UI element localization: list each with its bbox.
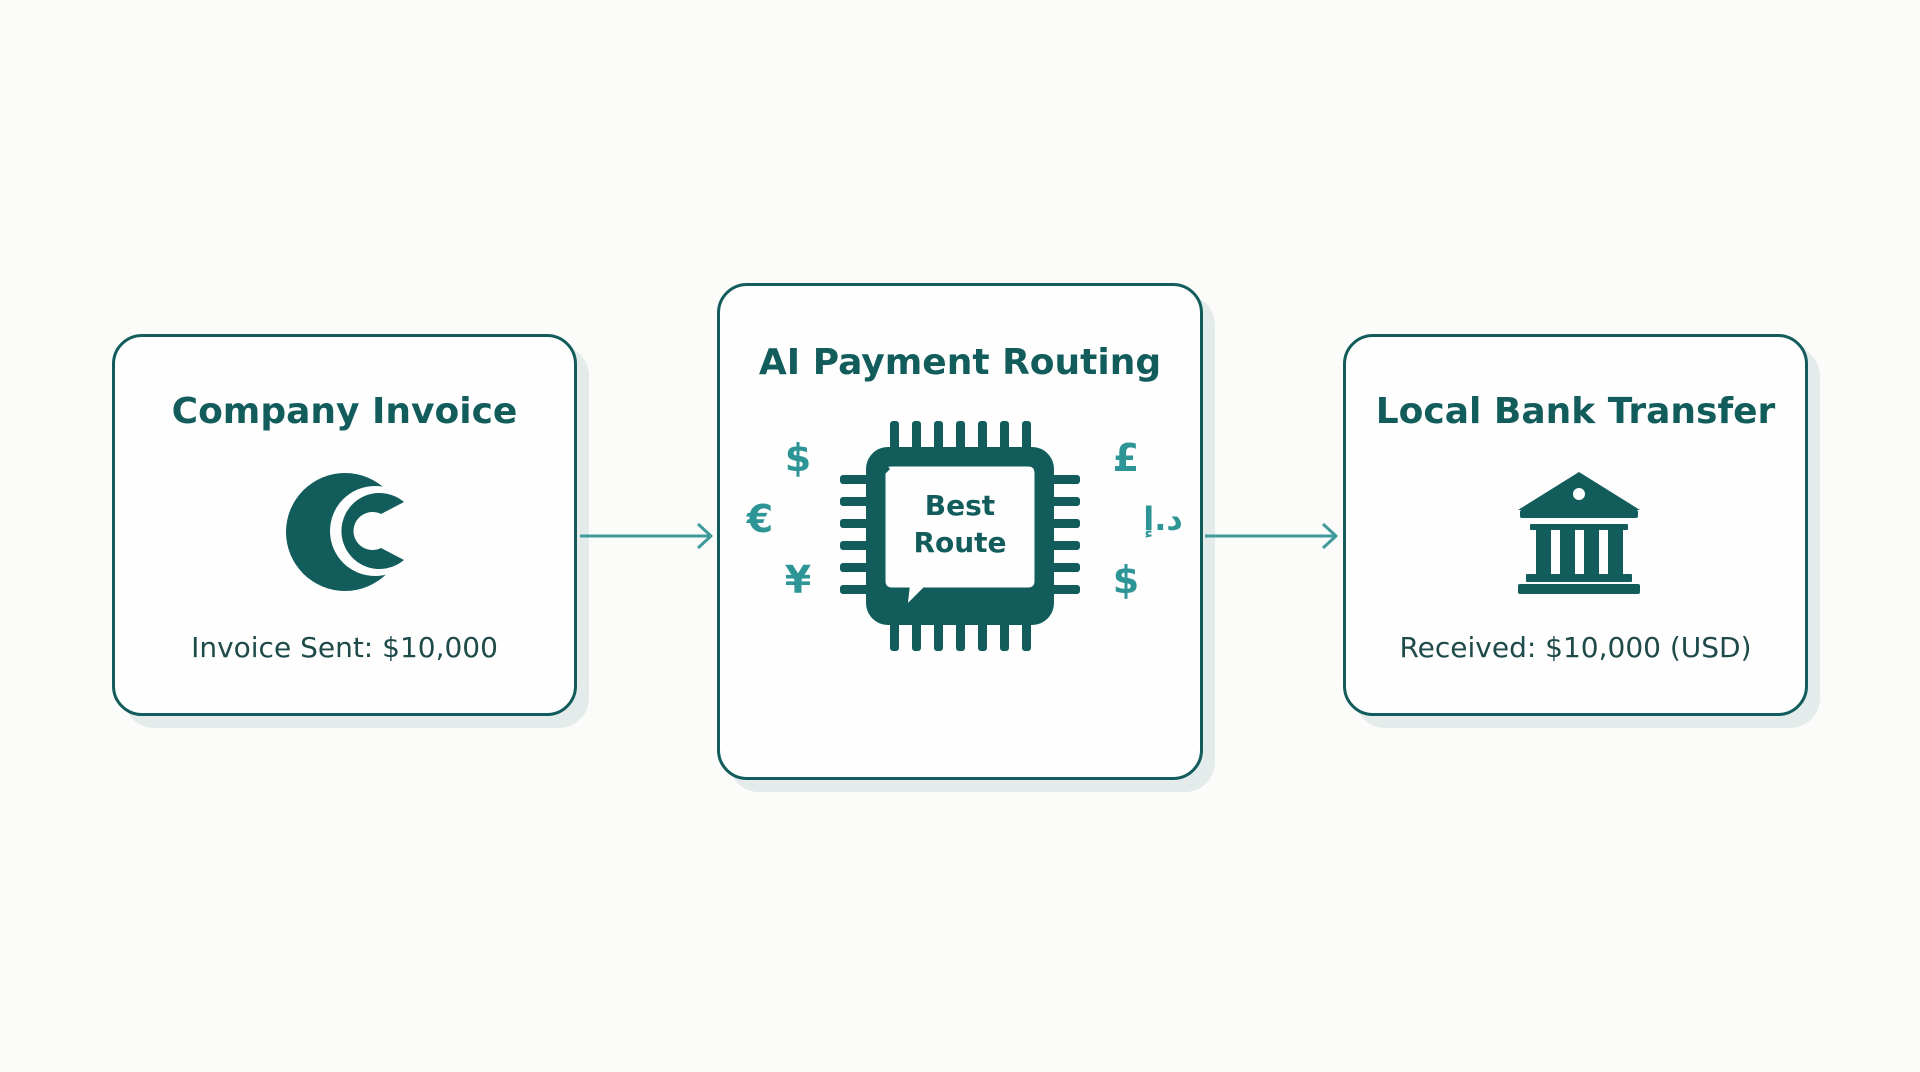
ai-payment-routing-card: AI Payment Routing: [717, 283, 1203, 780]
chip-label-best: Best: [924, 489, 996, 522]
dollar-symbol: $: [784, 436, 812, 480]
pound-symbol: £: [1112, 436, 1140, 480]
company-logo-icon: [285, 472, 420, 592]
flow-arrow-2: [1205, 520, 1341, 552]
local-bank-transfer-title: Local Bank Transfer: [1375, 391, 1776, 432]
local-bank-transfer-card: Local Bank Transfer Received: $10,000 (U…: [1343, 334, 1808, 716]
dollar-symbol-2: $: [1112, 558, 1140, 602]
company-invoice-title: Company Invoice: [171, 391, 518, 432]
company-invoice-card: Company Invoice Invoice Sent: $10,000: [112, 334, 577, 716]
received-caption: Received: $10,000 (USD): [1399, 631, 1752, 664]
euro-symbol: €: [746, 497, 774, 541]
dirham-symbol: د.إ: [1143, 500, 1183, 538]
yen-symbol: ¥: [784, 558, 812, 602]
ai-payment-routing-title: AI Payment Routing: [758, 342, 1162, 383]
chip-icon: [840, 421, 1080, 651]
invoice-sent-caption: Invoice Sent: $10,000: [191, 631, 498, 664]
bank-icon: [1516, 472, 1642, 598]
routing-graphic: Best Route $ € ¥ £ د.إ $: [747, 421, 1183, 651]
flow-arrow-1: [580, 520, 716, 552]
chip-label-route: Route: [913, 526, 1007, 559]
